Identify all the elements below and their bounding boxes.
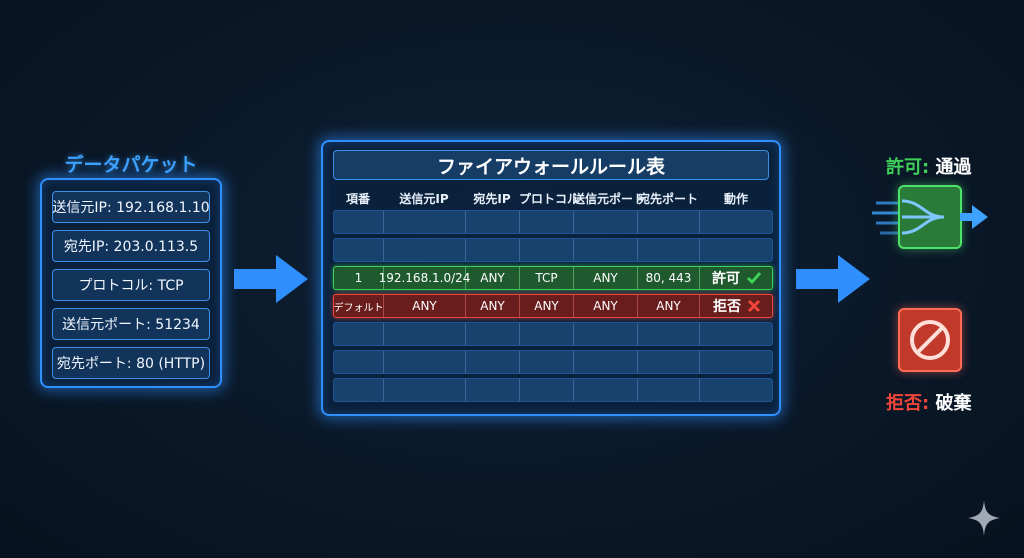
- header-dst-port: 宛先ポート: [637, 192, 698, 206]
- deny-result-prefix: 拒否:: [886, 393, 930, 414]
- header-src-ip: 送信元IP: [399, 192, 449, 206]
- allow-no: 1: [334, 267, 384, 289]
- table-row-empty: [333, 350, 773, 374]
- sparkle-icon: [968, 500, 1000, 536]
- allow-result-prefix: 許可:: [886, 157, 930, 178]
- table-row-allow: 1 192.168.1.0/24 ANY TCP ANY 80, 443 許可: [333, 266, 773, 290]
- header-dst-ip: 宛先IP: [473, 192, 511, 206]
- table-row-empty: [333, 378, 773, 402]
- deny-action: 拒否: [700, 295, 774, 317]
- rule-table-title: ファイアウォールルール表: [333, 150, 769, 180]
- deny-no: デフォルト: [334, 295, 384, 317]
- header-action: 動作: [723, 192, 748, 206]
- allow-action: 許可: [700, 267, 774, 289]
- deny-protocol: ANY: [520, 295, 574, 317]
- deny-src-port: ANY: [574, 295, 638, 317]
- deny-src-ip: ANY: [384, 295, 466, 317]
- no-entry-icon: [910, 320, 950, 360]
- packet-panel: 送信元IP: 192.168.1.10 宛先IP: 203.0.113.5 プロ…: [40, 178, 222, 388]
- result-arrow-icon: [796, 255, 870, 303]
- allow-dst-port: 80, 443: [638, 267, 700, 289]
- header-src-port: 送信元ポート: [573, 192, 646, 206]
- packet-field-dst-ip: 宛先IP: 203.0.113.5: [52, 230, 210, 262]
- check-icon: [746, 272, 762, 285]
- packet-title: データパケット: [64, 154, 198, 176]
- deny-result-text: 破棄: [935, 393, 972, 414]
- packet-field-protocol: プロトコル: TCP: [52, 269, 210, 301]
- deny-result-label: 拒否: 破棄: [886, 389, 971, 415]
- allow-protocol: TCP: [520, 267, 574, 289]
- table-row-deny: デフォルト ANY ANY ANY ANY ANY 拒否: [333, 294, 773, 318]
- packet-field-src-port: 送信元ポート: 51234: [52, 308, 210, 340]
- header-protocol: プロトコル: [519, 192, 580, 206]
- allow-action-label: 許可: [712, 271, 740, 287]
- table-row-empty: [333, 210, 773, 234]
- allow-src-ip: 192.168.1.0/24: [379, 267, 470, 289]
- header-no: 項番: [345, 192, 370, 206]
- allow-result-text: 通過: [935, 157, 972, 178]
- packet-field-dst-port: 宛先ポート: 80 (HTTP): [52, 347, 210, 379]
- deny-dst-ip: ANY: [466, 295, 520, 317]
- pass-arrow-icon: [960, 205, 988, 229]
- flow-arrow-icon: [234, 255, 308, 303]
- block-box: [898, 308, 962, 372]
- table-row-empty: [333, 322, 773, 346]
- merge-pass-icon: [901, 199, 945, 235]
- packet-field-src-ip: 送信元IP: 192.168.1.10: [52, 191, 210, 223]
- allow-dst-ip: ANY: [466, 267, 520, 289]
- deny-dst-port: ANY: [638, 295, 700, 317]
- rule-table-panel: ファイアウォールルール表 項番 送信元IP 宛先IP プロトコル 送信元ポート …: [321, 140, 781, 416]
- allow-result-label: 許可: 通過: [886, 153, 971, 179]
- table-row-empty: [333, 238, 773, 262]
- deny-action-label: 拒否: [713, 299, 741, 315]
- allow-src-port: ANY: [574, 267, 638, 289]
- cross-icon: [747, 299, 761, 313]
- pass-box: [898, 185, 962, 249]
